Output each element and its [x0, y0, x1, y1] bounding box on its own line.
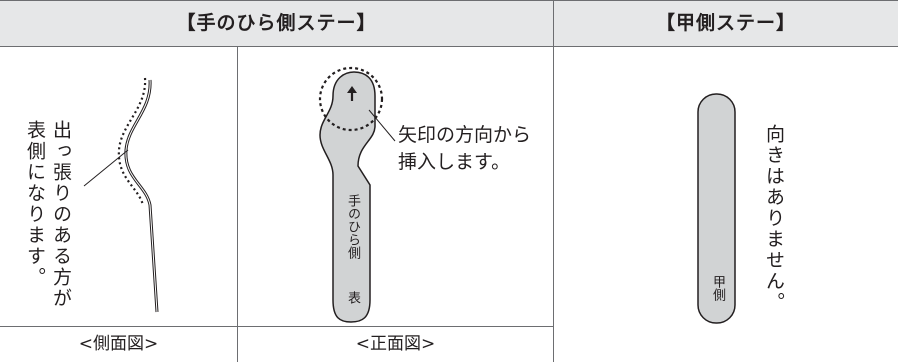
table-border-top — [0, 0, 898, 1]
header-background — [0, 0, 898, 46]
caption-divider — [0, 326, 553, 327]
column-divider-main — [553, 0, 554, 362]
header-divider — [0, 46, 898, 47]
side-view-note-line2: 表側になります。 — [24, 120, 46, 288]
side-view-bulge-dotted-line — [117, 77, 147, 206]
palm-side-stay-header: 【手のひら側ステー】 — [176, 12, 377, 34]
back-side-stay-label: 甲側 — [710, 275, 725, 301]
insertion-highlight-circle — [318, 66, 384, 132]
side-view-leader-line — [83, 149, 129, 187]
side-view-stay-profile-inner — [125, 79, 158, 313]
back-side-stay-shape — [697, 93, 736, 324]
insertion-note-line2: 挿入します。 — [398, 151, 511, 173]
insertion-note-line1: 矢印の方向から — [398, 124, 532, 146]
back-side-stay-header: 【甲側ステー】 — [655, 12, 796, 34]
insertion-leader-line — [368, 109, 396, 142]
side-view-caption: <側面図> — [78, 334, 159, 354]
column-divider-sub — [237, 46, 238, 362]
palm-side-stay-label: 手のひら側 — [345, 194, 360, 259]
up-arrow-icon — [347, 86, 357, 101]
back-stay-orientation-note: 向きはありません。 — [763, 124, 785, 313]
side-view-stay-profile — [124, 79, 159, 313]
surface-label: 表 — [345, 291, 360, 304]
front-view-caption: <正面図> — [355, 334, 436, 354]
palm-side-stay-shape — [319, 71, 376, 323]
side-view-note-line1: 出っ張りのある方が — [50, 120, 72, 309]
